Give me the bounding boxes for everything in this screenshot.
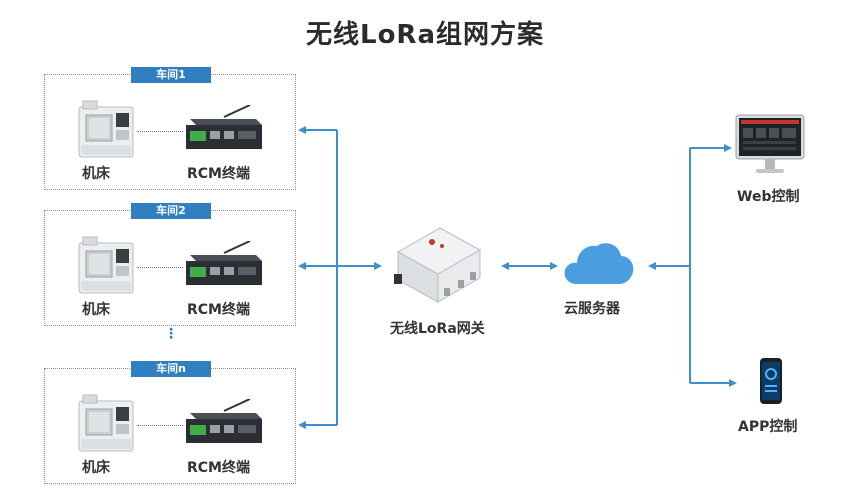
gateway-label: 无线LoRa网关 xyxy=(390,321,485,337)
machine-terminal-link xyxy=(137,425,183,426)
rcm-terminal-icon xyxy=(186,399,262,443)
workshop-n-label: 车间n xyxy=(131,361,211,377)
terminal-label: RCM终端 xyxy=(187,460,250,476)
web-monitor-icon xyxy=(735,114,805,173)
workshop-1-label: 车间1 xyxy=(131,67,211,83)
workshop-1-box: 车间1 机床 RCM终端 xyxy=(44,67,296,190)
rcm-terminal-icon xyxy=(186,241,262,285)
terminal-label: RCM终端 xyxy=(187,302,250,318)
machine-label: 机床 xyxy=(82,460,110,476)
workshop-2-box: 车间2 机床 RCM终端 xyxy=(44,203,296,326)
machine-label: 机床 xyxy=(82,166,110,182)
cnc-machine-icon xyxy=(78,100,134,158)
cnc-machine-icon xyxy=(78,236,134,294)
terminal-label: RCM终端 xyxy=(187,166,250,182)
web-control-label: Web控制 xyxy=(737,189,800,205)
rcm-terminal-icon xyxy=(186,105,262,149)
cloud-server-icon xyxy=(564,243,634,284)
lora-gateway-icon xyxy=(394,227,482,303)
diagram-title: 无线LoRa组网方案 xyxy=(306,20,544,50)
cnc-machine-icon xyxy=(78,394,134,452)
machine-terminal-link xyxy=(137,131,183,132)
workshop-2-label: 车间2 xyxy=(131,203,211,219)
workshop-n-box: 车间n 机床 RCM终端 xyxy=(44,361,296,484)
cloud-label: 云服务器 xyxy=(564,301,620,317)
machine-terminal-link xyxy=(137,267,183,268)
mobile-phone-icon xyxy=(760,358,782,404)
machine-label: 机床 xyxy=(82,302,110,318)
app-control-label: APP控制 xyxy=(738,419,798,435)
more-workshops-ellipsis: ⋮ xyxy=(164,326,178,342)
